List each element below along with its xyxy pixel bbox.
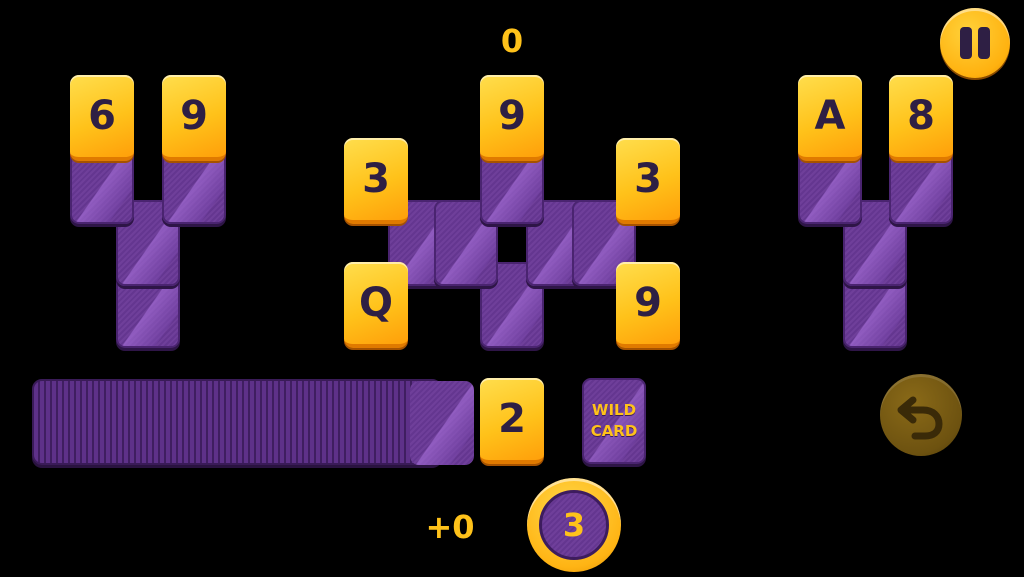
- wild-card-label-1: WILD: [591, 401, 637, 419]
- card-right-peak-2[interactable]: 8: [889, 75, 953, 161]
- card-left-peak-2[interactable]: 9: [162, 75, 226, 161]
- face-down-card: [434, 200, 498, 286]
- coin-counter[interactable]: 3: [527, 478, 621, 572]
- stock-pile[interactable]: [32, 379, 474, 465]
- card-center-left-bottom[interactable]: Q: [344, 262, 408, 348]
- score-display: 0: [500, 22, 524, 60]
- pause-icon: [960, 27, 972, 59]
- bonus-display: +0: [425, 508, 475, 546]
- undo-button[interactable]: [880, 374, 962, 456]
- stock-top-card[interactable]: [410, 381, 474, 465]
- card-left-peak-1[interactable]: 6: [70, 75, 134, 161]
- waste-card: 2: [480, 378, 544, 464]
- undo-icon: [897, 396, 943, 440]
- wild-card-button[interactable]: WILD CARD: [582, 378, 646, 464]
- coin-count: 3: [539, 490, 609, 560]
- wild-card-label-2: CARD: [590, 422, 638, 440]
- card-center-right-top[interactable]: 3: [616, 138, 680, 224]
- card-center-top[interactable]: 9: [480, 75, 544, 161]
- pause-icon-bar: [978, 27, 990, 59]
- pause-button[interactable]: [940, 8, 1010, 78]
- card-center-left-top[interactable]: 3: [344, 138, 408, 224]
- card-center-right-bottom[interactable]: 9: [616, 262, 680, 348]
- card-right-peak-1[interactable]: A: [798, 75, 862, 161]
